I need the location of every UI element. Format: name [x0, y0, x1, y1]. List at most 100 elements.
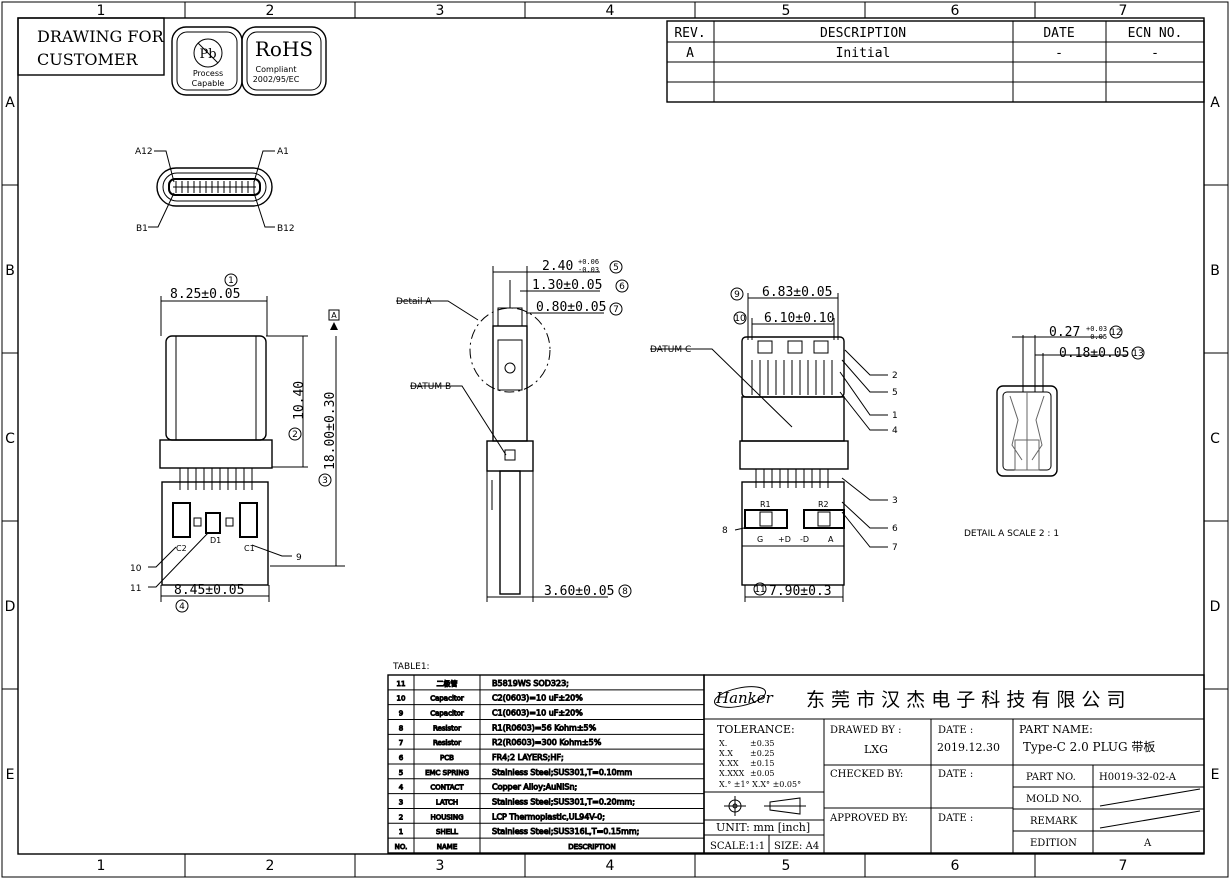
callout-10: 10 [130, 564, 142, 574]
ecn-header: ECN NO. [1128, 26, 1183, 41]
grid-col-label: 2 [266, 3, 275, 19]
unit-label: UNIT: mm [inch] [716, 821, 810, 834]
pcb-label-c1: C1 [244, 544, 255, 553]
pin-label-a1: A1 [277, 147, 289, 157]
approved-by-label: APPROVED BY: [829, 813, 908, 824]
approved-date-label: DATE : [938, 813, 973, 824]
datum-c-label: DATUM C [650, 345, 691, 355]
pb-symbol: Pb [199, 47, 216, 62]
grid-col-label: 7 [1119, 3, 1128, 19]
grid-col-labels-top: 1 2 3 4 5 6 7 [97, 3, 1128, 19]
pb-line1: Process [193, 69, 223, 78]
bom-cell-description: Stainless Steel;SUS301,T=0.20mm; [492, 797, 635, 806]
company-name: 东 莞 市 汉 杰 电 子 科 技 有 限 公 司 [806, 689, 1125, 711]
circled-3: 3 [322, 476, 328, 486]
tolerance-title: TOLERANCE: [717, 723, 795, 736]
dim-3: 18.00±0.30 [323, 392, 338, 470]
bom-cell-description: LCP Thermoplastic,UL94V-0; [492, 812, 605, 821]
grid-col-label: 5 [782, 3, 791, 19]
circled-10: 10 [734, 314, 746, 324]
circled-5: 5 [613, 263, 619, 273]
title-line-2: CUSTOMER [37, 50, 139, 69]
angle-tolerance: X.° ±1° X.X° ±0.05° [719, 780, 801, 789]
bom-cell-name: LATCH [436, 798, 458, 806]
bom-cell-description: Copper Alloy;AuNiSn; [492, 783, 577, 792]
rohs-line1: Compliant [256, 65, 297, 74]
bom-cell-description: Stainless Steel;SUS316L,T=0.15mm; [492, 827, 639, 836]
bom-cell-description: Stainless Steel;SUS301,T=0.10mm [492, 768, 632, 777]
bom-cell-name: EMC SPRING [425, 769, 469, 777]
tol-xxx: X.XX [719, 759, 739, 768]
bom-cell-description: C1(0603)=10 uF±20% [492, 708, 583, 717]
mold-no-label: MOLD NO. [1026, 794, 1082, 805]
grid-col-label: 1 [97, 3, 106, 19]
tol-xxxx: X.XXX [719, 769, 745, 778]
tol-x: X. [719, 739, 727, 748]
inner-border [17, 17, 1205, 855]
callout-11: 11 [130, 584, 141, 594]
circled-12: 12 [1110, 328, 1121, 338]
tol-xxx-val: ±0.15 [750, 759, 775, 768]
rohs-logo: RoHS Compliant 2002/95/EC [241, 26, 327, 96]
bom-cell-description: R1(R0603)=56 Kohm±5% [492, 723, 597, 732]
remark-label: REMARK [1030, 816, 1078, 827]
scale-label: SCALE:1:1 [710, 841, 765, 852]
part-no-value: H0019-32-02-A [1099, 772, 1177, 783]
bom-cell-description: B5819WS SOD323; [492, 679, 569, 688]
pcb-label-r1: R1 [760, 500, 771, 509]
grid-row-label: A [5, 95, 15, 111]
drawn-by-value: LXG [864, 743, 888, 756]
bom-cell-name: Resistor [433, 739, 461, 747]
pcb-label-g: G [757, 535, 763, 544]
grid-col-label: 4 [606, 858, 615, 874]
tol-x-val: ±0.35 [750, 739, 775, 748]
pin-label-b12: B12 [277, 224, 295, 234]
bom-cell-name: CONTACT [430, 784, 464, 792]
bom-cell-no: 7 [399, 739, 403, 747]
callout-7: 7 [892, 543, 898, 553]
datum-b-label: DATUM B [410, 382, 451, 392]
circled-8: 8 [622, 587, 628, 597]
dim-5-tol-dn: -0.03 [578, 266, 599, 274]
bom-cell-no: 11 [397, 680, 406, 688]
dim-10: 6.10±0.10 [764, 311, 834, 326]
bom-cell-name: HOUSING [430, 813, 463, 821]
description-header: DESCRIPTION [820, 26, 906, 41]
title-block: Hanker 东 莞 市 汉 杰 电 子 科 技 有 限 公 司 TOLERAN… [703, 674, 1205, 854]
callout-5: 5 [892, 388, 898, 398]
checked-by-label: CHECKED BY: [830, 769, 903, 780]
bom-cell-no: 1 [399, 828, 403, 836]
pcb-label-vd: +D [778, 535, 791, 544]
grid-row-label: E [1211, 767, 1220, 783]
date-cell: - [1055, 46, 1063, 61]
detail-caption: DETAIL A SCALE 2 : 1 [964, 529, 1059, 539]
detail-a-view: 0.27 +0.03 -0.05 12 0.18±0.05 13 DETAIL … [964, 325, 1145, 539]
dim-5: 2.40 [542, 259, 573, 274]
grid-col-label: 1 [97, 858, 106, 874]
dim-4: 8.45±0.05 [174, 583, 244, 598]
connector-end-view: A12 A1 B1 B12 [135, 147, 295, 234]
grid-row-label: D [1210, 599, 1221, 615]
bom-cell-no: 10 [397, 695, 406, 703]
dim-6: 1.30±0.05 [532, 278, 602, 293]
pcb-label-a: A [828, 535, 834, 544]
grid-col-labels-bottom: 1 2 3 4 5 6 7 [97, 858, 1128, 874]
side-view: Detail A DATUM B 2.40 +0.06 -0.03 5 1.30… [396, 258, 632, 602]
bom-header-no: NO. [395, 843, 408, 851]
bom-cell-name: PCB [440, 754, 454, 762]
callout-2: 2 [892, 371, 898, 381]
bom-cell-no: 3 [399, 798, 403, 806]
dim-9: 6.83±0.05 [762, 285, 832, 300]
callout-9: 9 [296, 553, 302, 563]
part-no-label: PART NO. [1026, 772, 1076, 783]
revision-table: REV. DESCRIPTION DATE ECN NO. A Initial … [666, 20, 1205, 103]
description-cell: Initial [836, 46, 891, 61]
dim-7: 0.80±0.05 [536, 300, 606, 315]
grid-row-label: B [5, 263, 15, 279]
grid-row-labels-left: A B C D E [5, 95, 16, 783]
bom-cell-description: FR4;2 LAYERS;HF; [492, 753, 564, 762]
rev-cell: A [686, 46, 694, 61]
dim-12-tol-up: +0.03 [1086, 325, 1107, 333]
bom-cell-description: R2(R0603)=300 Kohm±5% [492, 738, 602, 747]
grid-col-label: 4 [606, 3, 615, 19]
